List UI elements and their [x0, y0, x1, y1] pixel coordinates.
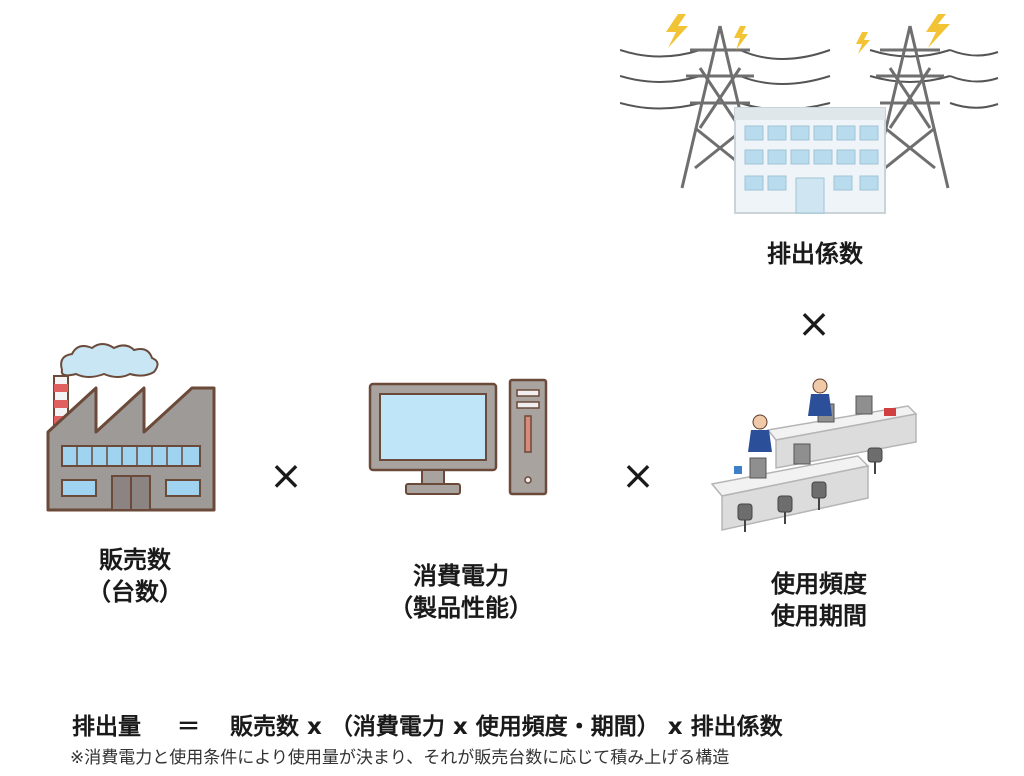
usage-label: 使用頻度 使用期間 — [714, 568, 924, 632]
formula-equals: ＝ — [177, 714, 201, 740]
sales-count-line2: （台数） — [87, 578, 183, 606]
usage-frequency-line: 使用頻度 — [771, 570, 867, 598]
power-consumption-line2: （製品性能） — [389, 594, 533, 622]
factory-illustration — [44, 342, 220, 514]
power-consumption-line1: 消費電力 — [413, 562, 509, 590]
formula-lhs: 排出量 — [72, 714, 141, 740]
power-consumption-label: 消費電力 （製品性能） — [346, 560, 576, 624]
emission-factor-label: 排出係数 — [767, 240, 863, 268]
usage-period-line: 使用期間 — [771, 602, 867, 630]
multiply-sign-top: × — [797, 301, 831, 347]
emission-formula: 排出量 ＝ 販売数 x （消費電力 x 使用頻度・期間） x 排出係数 — [72, 707, 783, 741]
formula-rhs: 販売数 x （消費電力 x 使用頻度・期間） x 排出係数 — [230, 714, 783, 740]
sales-count-label: 販売数 （台数） — [40, 544, 230, 608]
power-plant-illustration — [620, 8, 1000, 218]
multiply-sign-left: × — [269, 453, 303, 499]
sales-count-line1: 販売数 — [99, 546, 171, 574]
computer-illustration — [366, 376, 552, 500]
multiply-sign-middle: × — [621, 453, 655, 499]
office-illustration — [708, 370, 920, 546]
formula-note: ※消費電力と使用条件により使用量が決まり、それが販売台数に応じて積み上げる構造 — [70, 748, 730, 768]
